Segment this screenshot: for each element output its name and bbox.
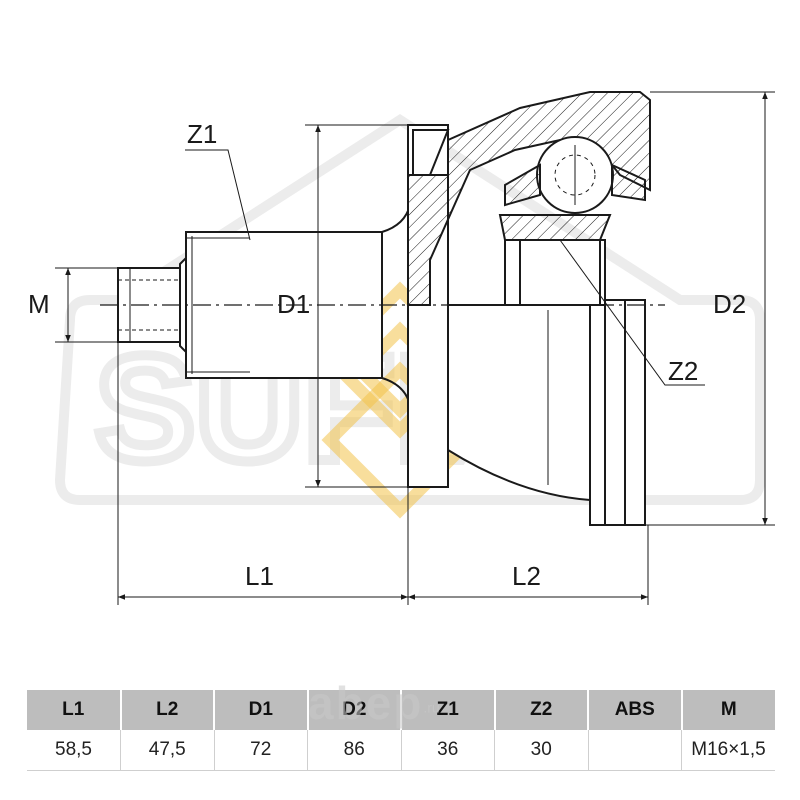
value-l1: 58,5 xyxy=(27,730,121,771)
site-logo-watermark: abep.ru xyxy=(308,676,508,729)
logo-suffix: .ru xyxy=(423,699,440,716)
spec-value-row: 58,5 47,5 72 86 36 30 M16×1,5 xyxy=(27,730,775,771)
value-abs xyxy=(588,730,682,771)
value-d2: 86 xyxy=(307,730,402,771)
cv-joint-drawing: SUFIX xyxy=(28,91,775,605)
header-l1: L1 xyxy=(27,690,122,730)
value-m: M16×1,5 xyxy=(681,730,775,771)
label-d1: D1 xyxy=(277,289,310,319)
header-d1: D1 xyxy=(214,690,309,730)
label-z1: Z1 xyxy=(187,119,217,149)
header-abs: ABS xyxy=(588,690,683,730)
outer-housing xyxy=(407,91,651,526)
spec-table: L1 L2 D1 D2 Z1 Z2 ABS M 58,5 47,5 72 86 … xyxy=(27,690,775,771)
dimension-lines xyxy=(55,91,775,605)
header-d2: D2 xyxy=(307,690,402,730)
header-z2: Z2 xyxy=(494,690,589,730)
label-l2: L2 xyxy=(512,561,541,591)
value-z1: 36 xyxy=(401,730,495,771)
header-l2: L2 xyxy=(120,690,215,730)
spec-header-row: L1 L2 D1 D2 Z1 Z2 ABS M xyxy=(27,690,775,730)
label-d2: D2 xyxy=(713,289,746,319)
value-z2: 30 xyxy=(494,730,589,771)
logo-text: abep xyxy=(308,677,424,729)
label-z2: Z2 xyxy=(668,356,698,386)
value-l2: 47,5 xyxy=(120,730,215,771)
header-z1: Z1 xyxy=(401,690,496,730)
value-d1: 72 xyxy=(214,730,308,771)
label-l1: L1 xyxy=(245,561,274,591)
label-m: M xyxy=(28,289,50,319)
header-m: M xyxy=(681,690,775,730)
